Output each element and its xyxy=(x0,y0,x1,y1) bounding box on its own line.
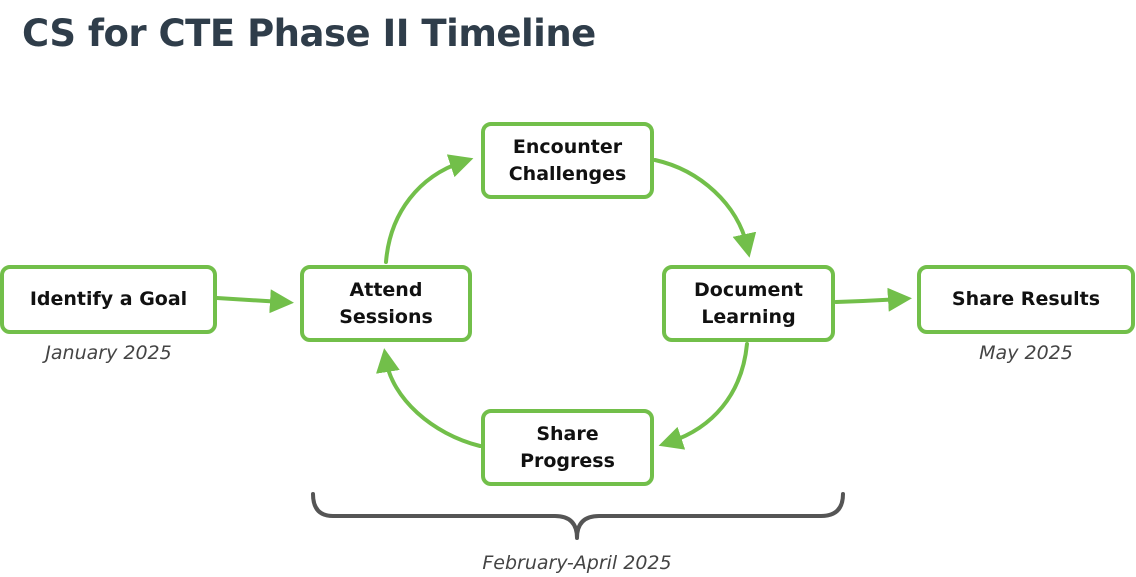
node-share-progress: Share Progress xyxy=(481,409,654,486)
arrow-progress-to-sessions xyxy=(376,348,482,448)
node-share-results: Share Results xyxy=(917,265,1135,334)
node-document-learning: Document Learning xyxy=(662,265,835,342)
arrow-challenges-to-document xyxy=(653,158,757,258)
node-label: Identify a Goal xyxy=(29,288,188,311)
arrow-sessions-to-challenges xyxy=(384,154,474,264)
node-label: Attend Sessions xyxy=(339,278,433,328)
date-january: January 2025 xyxy=(45,342,172,364)
arrow-document-to-progress xyxy=(658,342,749,450)
arrow-goal-to-sessions xyxy=(215,289,294,314)
timeline-brace xyxy=(311,492,845,540)
node-label: Document Learning xyxy=(694,278,803,328)
node-encounter-challenges: Encounter Challenges xyxy=(481,122,654,199)
node-label: Share Progress xyxy=(520,422,615,472)
node-label: Share Results xyxy=(951,288,1101,311)
arrow-document-to-results xyxy=(834,287,912,312)
date-feb-april: February-April 2025 xyxy=(482,552,672,574)
node-label: Encounter Challenges xyxy=(508,135,627,185)
node-attend-sessions: Attend Sessions xyxy=(300,265,472,342)
date-may: May 2025 xyxy=(979,342,1073,364)
page-title: CS for CTE Phase II Timeline xyxy=(22,12,596,55)
node-identify-goal: Identify a Goal xyxy=(0,265,217,334)
